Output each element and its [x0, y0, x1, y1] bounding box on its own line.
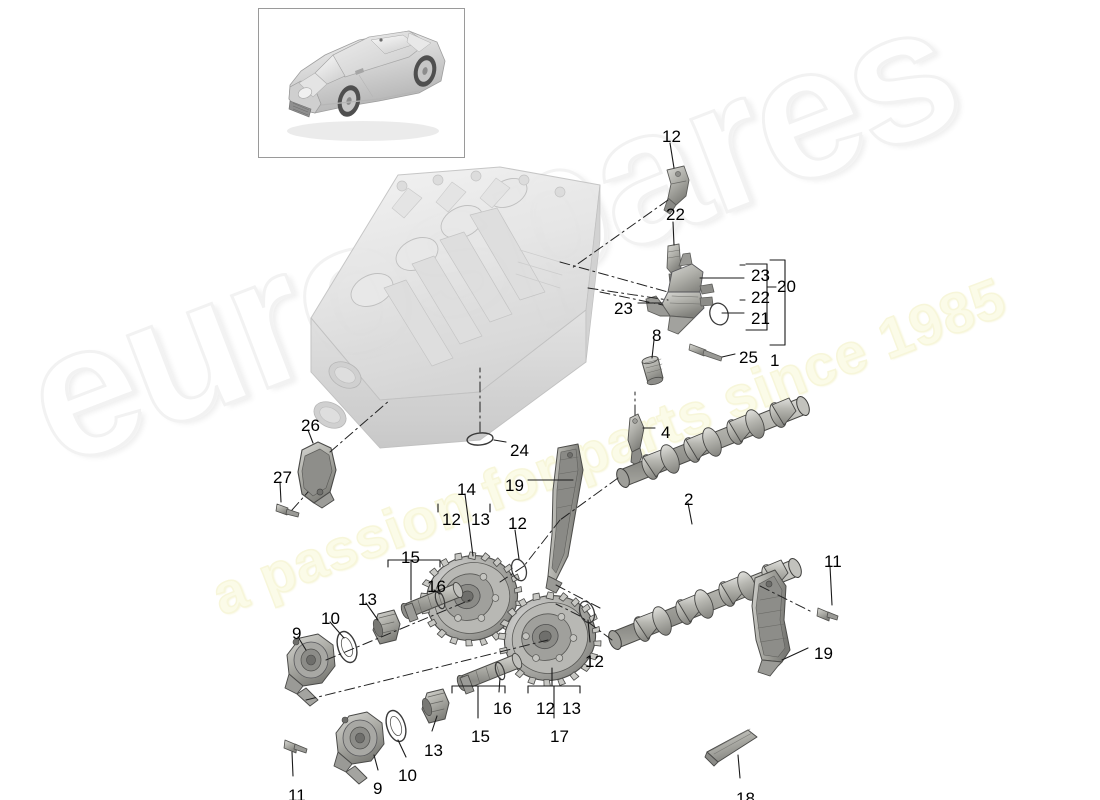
callout-14: 14 — [457, 480, 476, 499]
callout-10-b: 10 — [398, 766, 417, 785]
callout-1: 1 — [770, 351, 780, 370]
part-4-lever — [627, 413, 645, 467]
cylinder-head-casting — [310, 166, 601, 449]
part-9-upper-flange — [284, 633, 336, 707]
callout-13-a: 13 — [471, 510, 490, 529]
part-24-o-ring — [466, 432, 494, 446]
callout-9-a: 9 — [292, 624, 302, 643]
camshaft-lower — [608, 558, 802, 650]
callout-9-b: 9 — [373, 779, 383, 798]
callout-13-b: 13 — [358, 590, 377, 609]
vehicle-thumbnail — [258, 8, 465, 158]
part-17-vvt-sprocket — [497, 591, 602, 687]
callout-22-group: 22 — [751, 288, 770, 307]
callout-4: 4 — [661, 423, 671, 442]
part-16-lower-washer — [494, 661, 506, 681]
part-27-bolt — [275, 503, 300, 518]
upper-shaft-exploded-row — [284, 581, 464, 707]
callout-12-d: 12 — [536, 699, 555, 718]
callout-2: 2 — [684, 490, 694, 509]
callout-21: 21 — [751, 309, 770, 328]
callout-23-left: 23 — [614, 299, 633, 318]
part-12-o-rings — [510, 558, 596, 624]
part-11-lower-bolt — [283, 739, 308, 754]
callout-16-bottom: 16 — [493, 699, 512, 718]
callout-8: 8 — [652, 326, 662, 345]
callout-13-d: 13 — [562, 699, 581, 718]
callout-15-top: 15 — [401, 548, 420, 567]
callout-20: 20 — [777, 277, 796, 296]
callout-26: 26 — [301, 416, 320, 435]
assembly-axis-lines — [291, 199, 813, 701]
callout-18: 18 — [736, 789, 755, 800]
callout-19-bottom: 19 — [814, 644, 833, 663]
callout-10-a: 10 — [321, 609, 340, 628]
callout-12-top: 12 — [662, 127, 681, 146]
camshaft-adjuster-assembly — [645, 252, 729, 362]
part-19-lower-chain-rail — [751, 569, 791, 677]
part-15-lower-shaft — [456, 652, 523, 695]
part-15-upper-shaft — [400, 581, 464, 623]
callout-23-group: 23 — [751, 266, 770, 285]
part-8-sleeve — [641, 355, 664, 386]
part-10-lower-seal — [385, 709, 407, 743]
leader-lines — [279, 142, 833, 779]
vehicle-thumbnail-image — [287, 30, 446, 141]
part-13-upper-bearing — [372, 609, 401, 645]
part-13-lower-bearing — [421, 688, 450, 724]
callout-15-bottom: 15 — [471, 727, 490, 746]
part-26-housing — [297, 441, 337, 509]
part-10-upper-seal — [336, 630, 358, 664]
callout-12-c: 12 — [585, 652, 604, 671]
part-19-upper-chain-rail — [545, 443, 584, 594]
callout-25: 25 — [739, 348, 758, 367]
part-11-right-bolt — [816, 607, 839, 622]
lower-shaft-exploded-row — [333, 652, 523, 785]
camshaft-upper — [616, 396, 810, 488]
part-18-guide-piece — [704, 728, 758, 767]
callout-24: 24 — [510, 441, 529, 460]
callout-11-right: 11 — [824, 552, 842, 571]
part-9-lower-flange — [333, 711, 385, 785]
part-16-upper-washer — [434, 590, 446, 610]
callout-22-top: 22 — [666, 205, 685, 224]
callout-16-top: 16 — [427, 577, 446, 596]
callout-27: 27 — [273, 468, 292, 487]
part-14-vvt-sprocket — [419, 551, 524, 647]
callout-12-b: 12 — [508, 514, 527, 533]
callout-11-bottom: 11 — [288, 786, 306, 800]
callout-13-c: 13 — [424, 741, 443, 760]
callout-19-top: 19 — [505, 476, 524, 495]
callout-12-a: 12 — [442, 510, 461, 529]
part-12-top-latch — [663, 165, 690, 215]
callout-17: 17 — [550, 727, 569, 746]
